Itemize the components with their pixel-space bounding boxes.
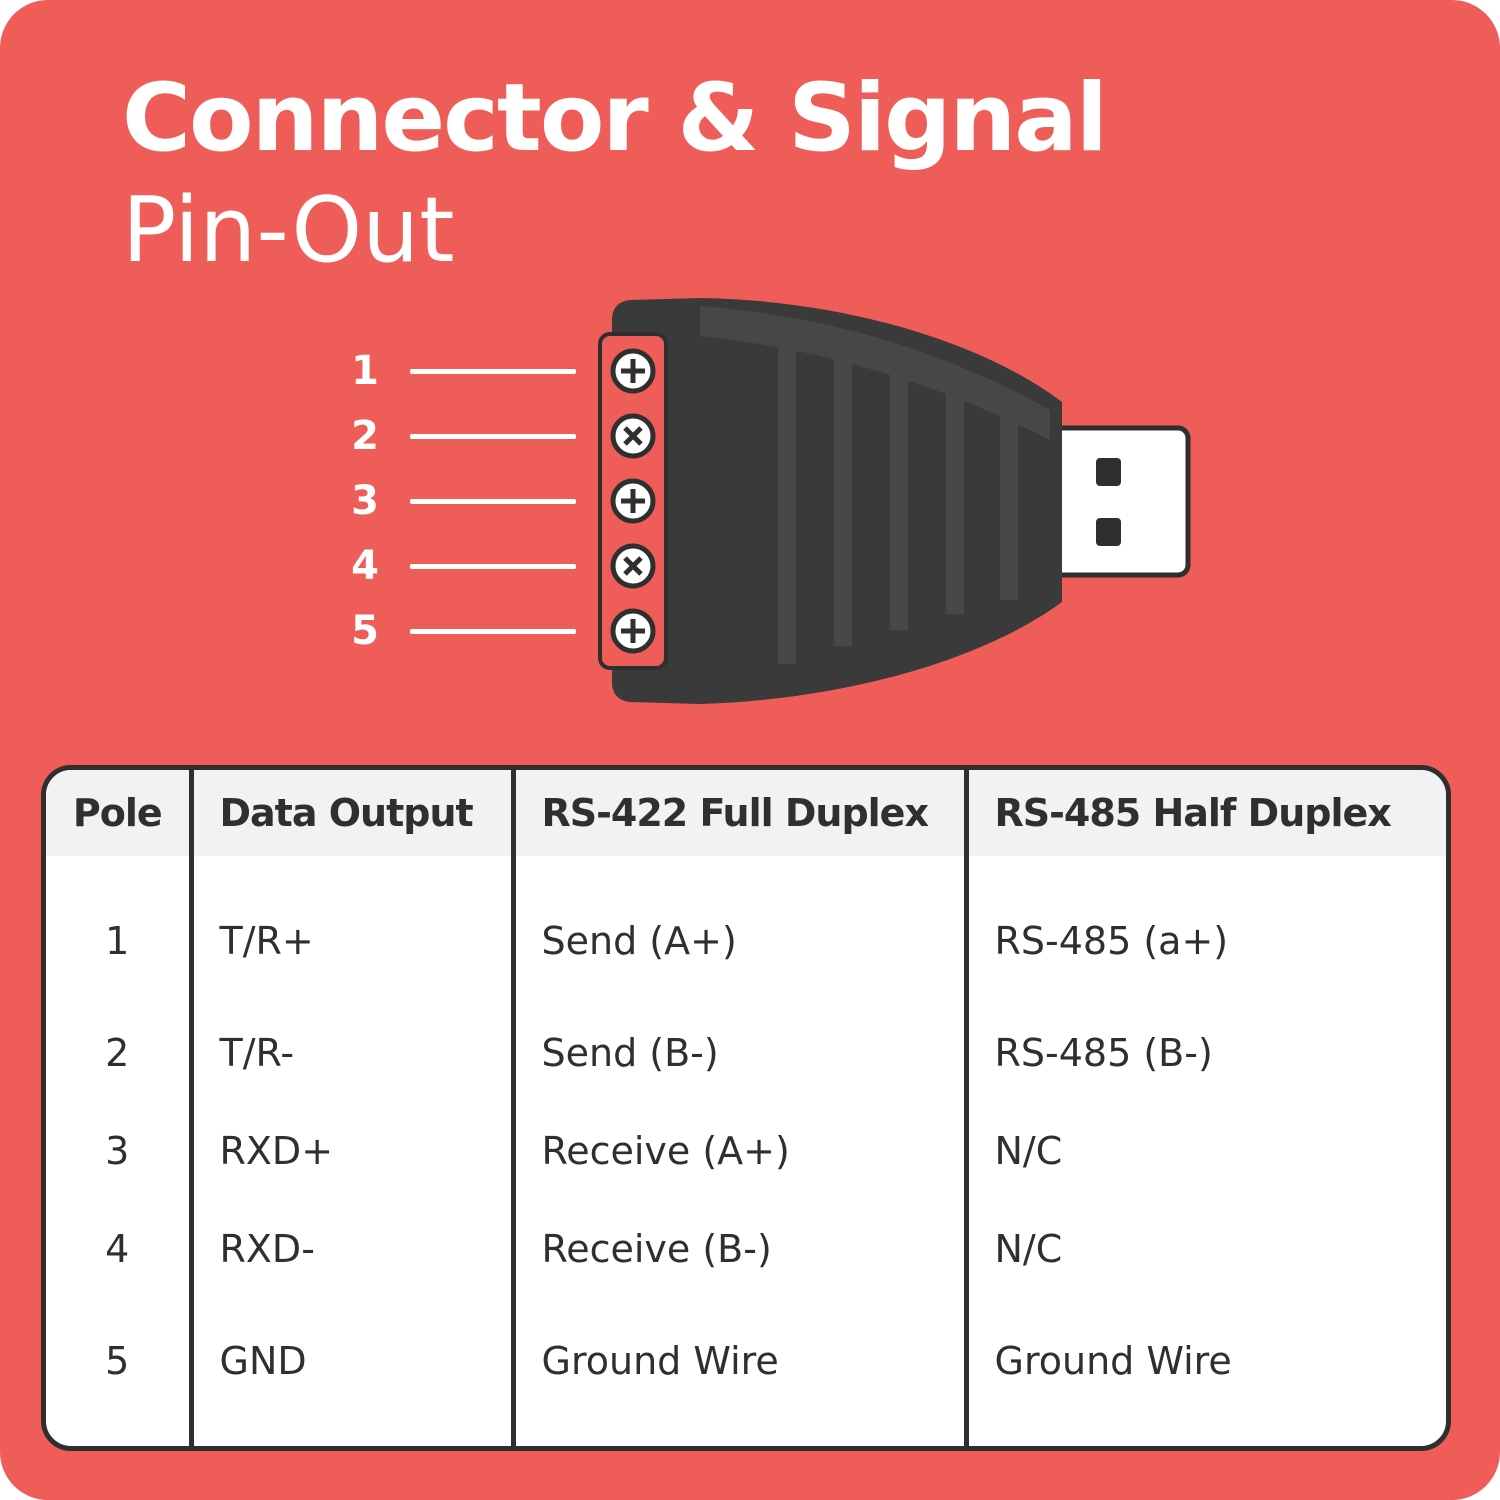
header-pole: Pole <box>46 770 191 856</box>
pin-line-3 <box>410 499 576 504</box>
header-data-output: Data Output <box>188 770 513 856</box>
cell-rs422: Send (B-) <box>510 1003 966 1102</box>
connector-body <box>612 298 1062 704</box>
table-row: 4 RXD- Receive (B-) N/C <box>46 1200 1446 1299</box>
cell-pole: 2 <box>105 1030 130 1075</box>
pinout-table: Pole Data Output RS-422 Full Duplex RS-4… <box>46 770 1446 1446</box>
cell-data-output: RXD- <box>188 1200 513 1299</box>
pin-label-3: 3 <box>351 478 379 524</box>
cell-rs422: Ground Wire <box>510 1298 966 1446</box>
table-row: 1 T/R+ Send (A+) RS-485 (a+) <box>46 856 1446 1004</box>
pin-line-1 <box>410 369 576 374</box>
cell-pole: 3 <box>105 1128 130 1173</box>
header-rs485: RS-485 Half Duplex <box>963 770 1446 856</box>
title-subtitle: Pin-Out <box>122 178 455 283</box>
pin-line-5 <box>410 629 576 634</box>
title-main: Connector & Signal <box>122 64 1108 173</box>
screw-3-plus-icon <box>610 478 656 524</box>
screw-1-plus-icon <box>610 348 656 394</box>
pin-label-1: 1 <box>351 348 379 394</box>
table-row: 3 RXD+ Receive (A+) N/C <box>46 1101 1446 1201</box>
table-row: 2 T/R- Send (B-) RS-485 (B-) <box>46 1003 1446 1102</box>
cell-pole: 1 <box>105 918 130 963</box>
screw-5-plus-icon <box>610 608 656 654</box>
cell-rs485: N/C <box>963 1101 1446 1201</box>
cell-pole: 5 <box>105 1339 130 1384</box>
pin-line-4 <box>410 564 576 569</box>
cell-pole: 4 <box>105 1227 130 1272</box>
cell-rs485: RS-485 (B-) <box>963 1003 1446 1102</box>
screw-2-cross-icon <box>610 413 656 459</box>
pin-label-5: 5 <box>351 608 379 654</box>
cell-rs485: N/C <box>963 1200 1446 1299</box>
cell-data-output: T/R- <box>188 1003 513 1102</box>
cell-data-output: T/R+ <box>188 856 513 1004</box>
usb-terminal-connector-illustration <box>598 298 1191 704</box>
table-header-row: Pole Data Output RS-422 Full Duplex RS-4… <box>46 770 1446 856</box>
cell-rs422: Receive (B-) <box>510 1200 966 1299</box>
screw-4-cross-icon <box>610 543 656 589</box>
cell-rs422: Receive (A+) <box>510 1101 966 1201</box>
table-row: 5 GND Ground Wire Ground Wire <box>46 1298 1446 1446</box>
cell-data-output: RXD+ <box>188 1101 513 1201</box>
pin-line-2 <box>410 434 576 439</box>
pin-label-4: 4 <box>351 543 379 589</box>
pinout-table-container: Pole Data Output RS-422 Full Duplex RS-4… <box>41 765 1451 1451</box>
usb-plug <box>1037 425 1191 578</box>
header-rs422: RS-422 Full Duplex <box>510 770 966 856</box>
pin-label-2: 2 <box>351 413 379 459</box>
cell-data-output: GND <box>188 1298 513 1446</box>
cell-rs485: RS-485 (a+) <box>963 856 1446 1004</box>
cell-rs422: Send (A+) <box>510 856 966 1004</box>
cell-rs485: Ground Wire <box>963 1298 1446 1446</box>
